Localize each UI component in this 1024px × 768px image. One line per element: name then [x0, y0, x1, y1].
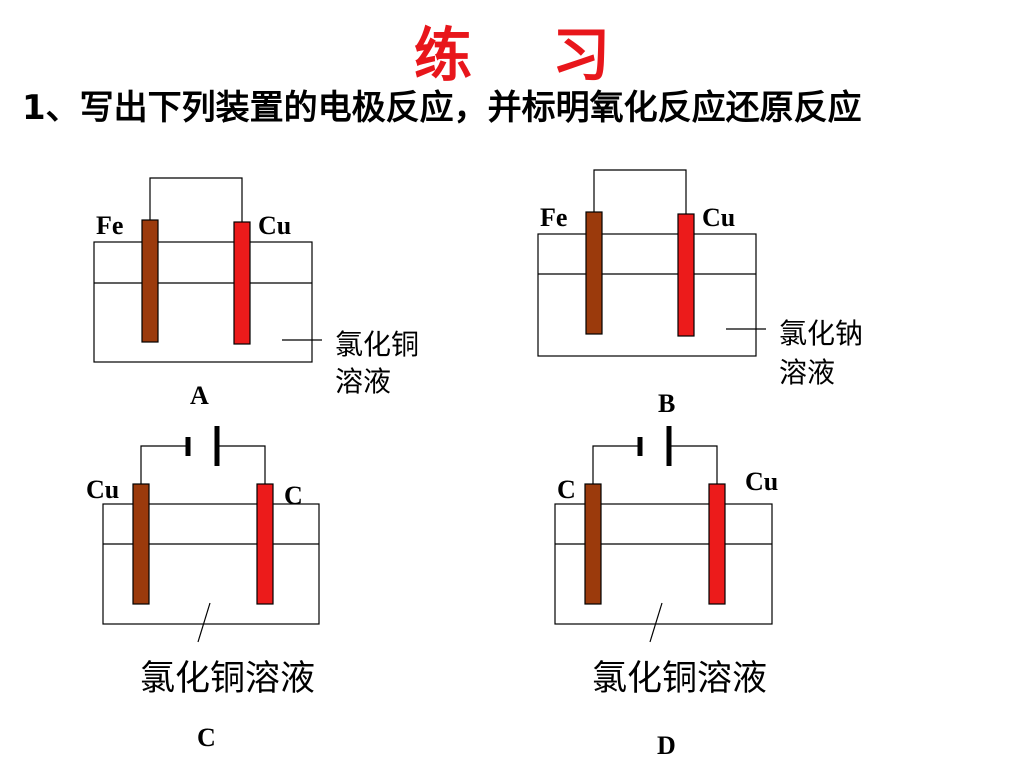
- setup-c-caption: C: [197, 723, 216, 752]
- setup-b-caption: B: [658, 389, 675, 418]
- slide-title: 练 习: [413, 21, 641, 89]
- setup-b-right-electrode: [677, 213, 695, 337]
- setup-d-left-electrode: [584, 483, 602, 605]
- setup-a-caption: A: [190, 381, 209, 410]
- setup-c-wire-right: [218, 445, 266, 484]
- setup-d-caption: D: [657, 731, 676, 760]
- setup-a-right-electrode-label: Cu: [258, 211, 291, 240]
- setup-b-beaker: [537, 233, 757, 357]
- setup-c-solution-pointer: [197, 602, 211, 643]
- setup-a-solution-label-1: 氯化铜: [335, 328, 419, 361]
- setup-c-right-electrode: [256, 483, 274, 605]
- setup-d-beaker: [554, 503, 773, 625]
- setup-b-right-electrode-label: Cu: [702, 203, 735, 232]
- setup-c-left-electrode-label: Cu: [86, 475, 119, 504]
- setup-d-wire-left: [592, 445, 640, 484]
- setup-c-left-electrode: [132, 483, 150, 605]
- setup-c-solution-label: 氯化铜溶液: [140, 659, 315, 699]
- setup-b-solution-label-1: 氯化钠: [779, 317, 863, 350]
- setup-d-solution-label: 氯化铜溶液: [592, 659, 767, 699]
- setup-c-right-electrode-label: C: [284, 481, 303, 510]
- setup-d: C Cu 氯化铜溶液 D: [554, 426, 778, 760]
- setup-b-left-electrode: [585, 211, 603, 335]
- setup-a-left-electrode-label: Fe: [96, 211, 123, 240]
- question-text: 1、写出下列装置的电极反应，并标明氧化反应还原反应: [22, 88, 862, 128]
- setup-c-beaker: [102, 503, 320, 625]
- setup-d-right-electrode-label: Cu: [745, 467, 778, 496]
- setup-a-left-electrode: [141, 219, 159, 343]
- setup-d-solution-pointer: [649, 602, 663, 643]
- setup-a-wire: [149, 177, 243, 222]
- setup-a-solution-label-2: 溶液: [335, 365, 391, 398]
- setup-b-solution-label-2: 溶液: [779, 356, 835, 389]
- setup-c-wire-left: [140, 445, 188, 484]
- setup-b: Fe Cu 氯化钠 溶液 B: [537, 169, 863, 418]
- setup-b-wire: [593, 169, 687, 214]
- setup-d-wire-right: [670, 445, 718, 484]
- setup-c: Cu C 氯化铜溶液 C: [86, 426, 320, 752]
- setup-a: Fe Cu 氯化铜 溶液 A: [93, 177, 419, 410]
- setup-d-left-electrode-label: C: [557, 475, 576, 504]
- setup-a-right-electrode: [233, 221, 251, 345]
- setup-d-right-electrode: [708, 483, 726, 605]
- setup-a-beaker: [93, 241, 313, 363]
- setup-b-left-electrode-label: Fe: [540, 203, 567, 232]
